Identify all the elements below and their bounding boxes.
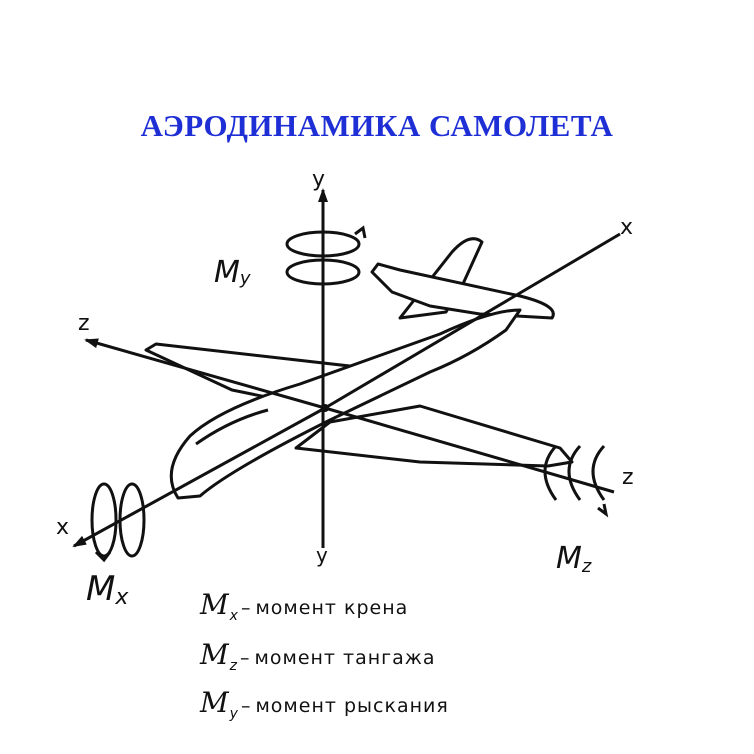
my-label: My xyxy=(214,255,251,290)
fuselage xyxy=(169,308,522,500)
y-axis-top-label: y xyxy=(312,167,325,192)
legend-row-roll: Mx–момент крена xyxy=(200,588,409,624)
horizontal-stabilizer xyxy=(370,262,555,320)
mz-label: Mz xyxy=(556,541,592,577)
canopy xyxy=(195,408,269,446)
legend-symbol: M xyxy=(200,638,230,671)
legend-subscript: y xyxy=(229,706,239,722)
y-axis-bottom-label: y xyxy=(316,543,328,567)
legend-text: момент крена xyxy=(255,597,409,619)
aircraft xyxy=(144,237,574,500)
z-axis-right xyxy=(324,406,615,494)
mx-label: Mx xyxy=(86,569,129,610)
z-axis-left xyxy=(84,338,326,410)
x-axis-back xyxy=(324,232,621,410)
legend-subscript: x xyxy=(229,608,239,624)
diagram-title: АЭРОДИНАМИКА САМОЛЕТА xyxy=(140,108,614,143)
mz-rotation-icon xyxy=(543,444,609,518)
z-axis-right-label: z xyxy=(622,465,634,490)
z-axis-left-label: z xyxy=(78,311,90,336)
origin-point xyxy=(321,404,329,412)
legend-subscript: z xyxy=(229,658,239,674)
legend-row-yaw: My–момент рыскания xyxy=(200,686,449,722)
mx-rotation-icon xyxy=(90,482,146,563)
legend-symbol: M xyxy=(200,686,230,719)
my-rotation-icon xyxy=(285,225,367,286)
x-axis-back-label: x xyxy=(620,215,633,240)
legend-text: момент рыскания xyxy=(255,695,449,717)
legend-symbol: M xyxy=(200,588,230,621)
x-axis-front-label: x xyxy=(56,515,69,540)
legend-row-pitch: Mz–момент тангажа xyxy=(200,638,436,674)
legend-text: момент тангажа xyxy=(254,647,436,669)
